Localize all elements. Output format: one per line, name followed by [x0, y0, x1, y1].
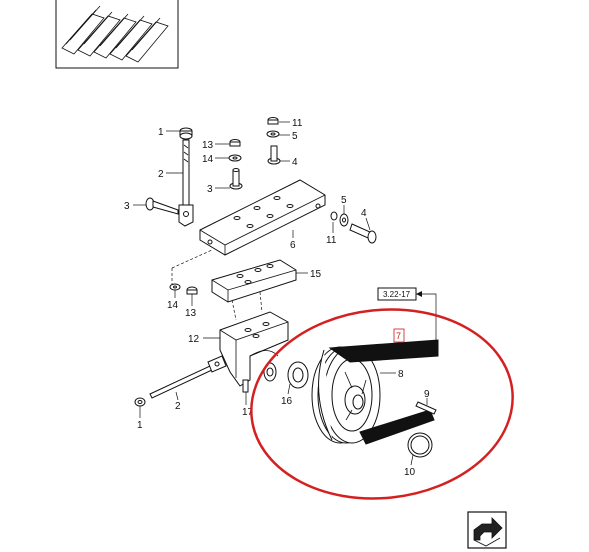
- bolt-2-lower: [149, 355, 227, 399]
- washer-5-right: [339, 213, 349, 227]
- callout-14-lower: 14: [167, 300, 179, 311]
- callout-12: 12: [188, 334, 200, 345]
- bolt-3-left: [145, 197, 179, 215]
- nut-11-upper: [267, 117, 279, 125]
- callout-10: 10: [404, 467, 416, 478]
- callout-17: 17: [242, 407, 254, 418]
- callout-11-upper: 11: [292, 118, 303, 129]
- key-9: [415, 401, 437, 415]
- support-12: [219, 311, 289, 387]
- bearing-16: [263, 361, 309, 389]
- washer-14-upper: [228, 154, 242, 162]
- callout-11-right: 11: [326, 235, 337, 246]
- callout-3-middle: 3: [207, 184, 213, 195]
- bolt-4-upper: [267, 145, 281, 165]
- callout-9: 9: [424, 389, 430, 400]
- highlight-ellipse: [250, 308, 514, 500]
- callout-7-highlight-box: [393, 328, 405, 343]
- callout-14-upper: 14: [202, 154, 214, 165]
- callout-4-upper: 4: [292, 157, 298, 168]
- washer-5-upper: [266, 130, 280, 138]
- bolt-2-upper: [178, 139, 194, 227]
- nut-13-upper: [229, 139, 241, 147]
- bolt-4-right: [349, 223, 377, 244]
- return-arrow-icon[interactable]: [467, 511, 507, 549]
- callout-3-left: 3: [124, 201, 130, 212]
- callout-1-lower: 1: [137, 420, 143, 431]
- reference-label: 3.22-17: [383, 290, 411, 299]
- callout-13-upper: 13: [202, 140, 214, 151]
- callout-2-upper: 2: [158, 169, 164, 180]
- spacer-15: [211, 259, 297, 303]
- reference-box[interactable]: 3.22-17: [377, 287, 437, 342]
- callout-1-upper: 1: [158, 127, 164, 138]
- snap-ring-10: [407, 432, 433, 458]
- leader-lines: [133, 121, 428, 466]
- nut-13-lower: [186, 286, 198, 295]
- callout-2-lower: 2: [175, 401, 181, 412]
- callout-13-lower: 13: [185, 308, 197, 319]
- bracket-6: [199, 179, 326, 256]
- callout-6: 6: [290, 240, 296, 251]
- nut-11-right: [330, 211, 338, 221]
- belt-7: [318, 339, 439, 445]
- bolt-3-middle: [229, 168, 243, 190]
- callout-5-right: 5: [341, 195, 347, 206]
- nut-1-upper: [179, 127, 193, 140]
- callout-4-right: 4: [361, 208, 367, 219]
- callout-7: 7: [396, 331, 401, 341]
- callout-16: 16: [281, 396, 293, 407]
- nut-1-lower: [134, 397, 146, 407]
- callout-5-upper: 5: [292, 131, 298, 142]
- callout-8: 8: [398, 369, 404, 380]
- washer-14-lower: [169, 283, 181, 291]
- callout-15: 15: [310, 269, 322, 280]
- belt-assembly-thumbnail-icon[interactable]: [55, 0, 179, 69]
- pin-17: [242, 379, 249, 393]
